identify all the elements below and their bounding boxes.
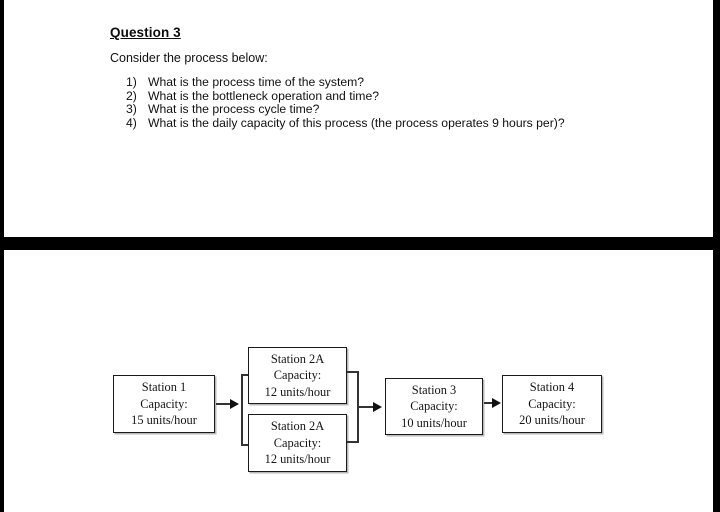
list-item: 4) What is the daily capacity of this pr…	[126, 116, 565, 131]
arrowhead-merge-to-s3	[373, 402, 382, 412]
arrowhead-s3-to-s4	[492, 398, 501, 408]
process-flow-diagram: Station 1 Capacity: 15 units/hour Statio…	[0, 250, 720, 512]
process-box-station-3: Station 3 Capacity: 10 units/hour	[385, 378, 483, 435]
process-box-station-2a-bottom: Station 2A Capacity: 12 units/hour	[248, 414, 347, 472]
scan-edge-left	[0, 0, 4, 512]
station-name: Station 2A	[270, 351, 325, 366]
capacity-value: 12 units/hour	[264, 452, 331, 467]
scan-edge-right	[713, 0, 720, 512]
station-name: Station 1	[141, 380, 187, 395]
capacity-label: Capacity:	[528, 396, 576, 411]
process-box-station-1: Station 1 Capacity: 15 units/hour	[113, 375, 215, 433]
merge-bracket-stub-top	[347, 371, 358, 373]
capacity-value: 10 units/hour	[401, 415, 467, 430]
station-name: Station 3	[411, 382, 457, 397]
list-item-number: 2)	[126, 88, 137, 103]
capacity-label: Capacity:	[140, 396, 188, 411]
page-title: Question 3	[110, 25, 181, 40]
question-list: 1) What is the process time of the syste…	[126, 75, 565, 131]
list-item-text: What is the process time of the system?	[148, 75, 365, 89]
list-item-number: 4)	[126, 116, 137, 131]
capacity-label: Capacity:	[410, 399, 458, 414]
list-item-text: What is the daily capacity of this proce…	[148, 116, 565, 131]
split-bracket-stub-bottom	[241, 444, 250, 446]
list-item-number: 1)	[126, 75, 137, 89]
list-item: 2) What is the bottleneck operation and …	[126, 88, 565, 103]
connector-merge-to-s3	[357, 406, 375, 408]
connector-s1-to-split	[216, 403, 232, 405]
station-name: Station 4	[529, 380, 575, 395]
list-item-number: 3)	[126, 102, 137, 117]
intro-text: Consider the process below:	[110, 51, 268, 65]
arrowhead-s1-to-split	[230, 399, 239, 409]
list-item-text: What is the bottleneck operation and tim…	[148, 88, 380, 103]
page-sheet-top	[4, 0, 713, 237]
split-bracket-spine	[241, 374, 243, 446]
process-box-station-4: Station 4 Capacity: 20 units/hour	[502, 375, 602, 433]
merge-bracket-stub-bottom	[347, 441, 358, 443]
connector-s3-to-s4	[484, 402, 494, 404]
list-item: 3) What is the process cycle time?	[126, 103, 565, 116]
capacity-label: Capacity:	[273, 435, 322, 450]
station-name: Station 2A	[270, 419, 325, 434]
process-box-station-2a-top: Station 2A Capacity: 12 units/hour	[248, 347, 347, 404]
capacity-value: 12 units/hour	[264, 384, 331, 399]
split-bracket-stub-top	[241, 374, 250, 376]
list-item-text: What is the process cycle time?	[148, 102, 320, 117]
capacity-value: 15 units/hour	[131, 413, 197, 428]
capacity-value: 20 units/hour	[519, 413, 585, 428]
list-item: 1) What is the process time of the syste…	[126, 75, 565, 89]
capacity-label: Capacity:	[273, 368, 322, 383]
page-break-band	[0, 237, 720, 250]
